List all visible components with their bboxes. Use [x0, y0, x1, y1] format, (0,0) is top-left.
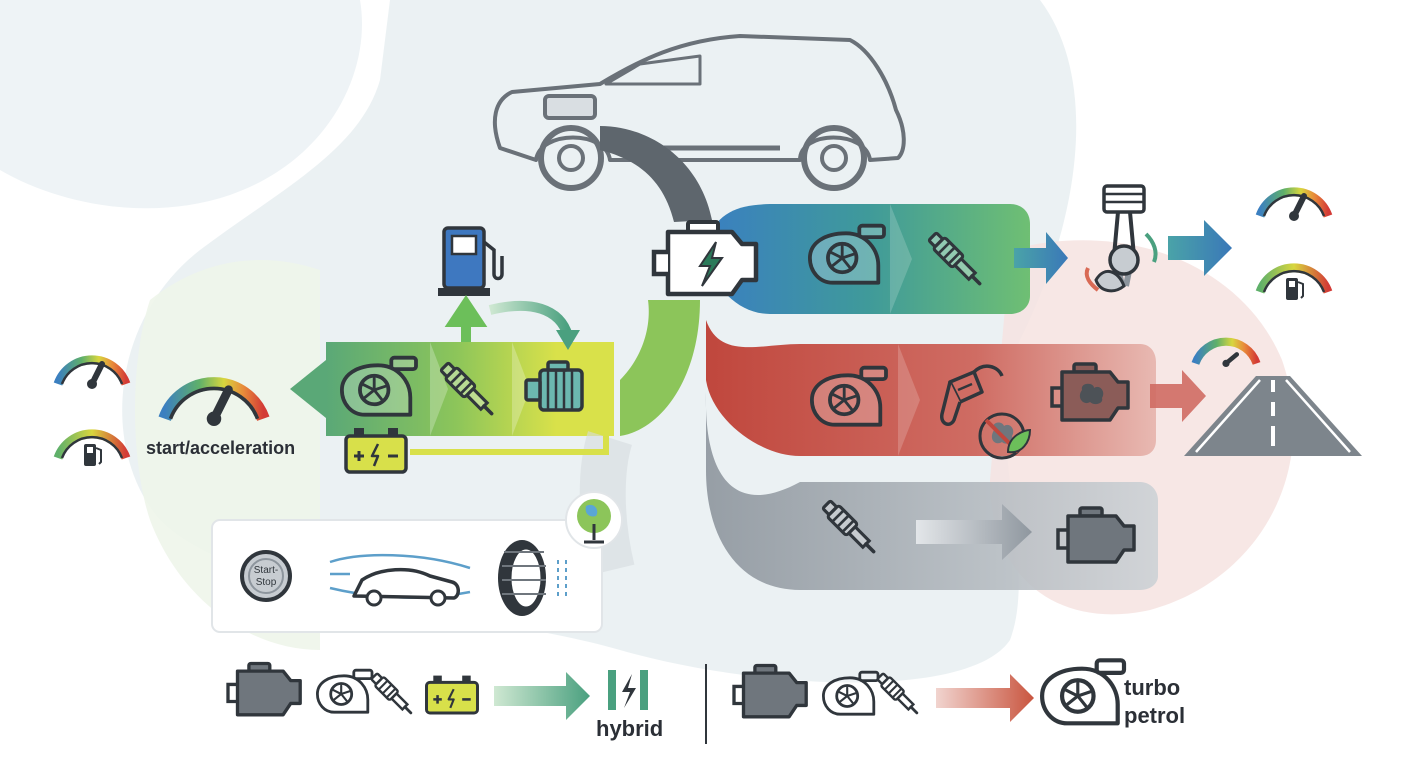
start-stop-button-icon: Start- Stop [240, 550, 292, 602]
road-icon [1184, 376, 1362, 456]
red-flow-band [706, 320, 1156, 456]
battery-small-icon [425, 674, 479, 715]
aero-car-icon [329, 553, 471, 607]
gauge-top-icon [1260, 192, 1328, 221]
gauge-road-icon [1191, 337, 1261, 367]
battery-link [410, 436, 609, 455]
fuel-pump-icon [438, 226, 504, 296]
no-emission-icon [978, 412, 1032, 460]
tire-icon [498, 540, 567, 616]
gray-flow-band [705, 392, 1158, 590]
battery-icon [344, 426, 408, 474]
turbo-label-line1: turbo [1124, 675, 1181, 700]
turbo-small-icon [315, 668, 374, 714]
hybrid-label: hybrid [596, 716, 664, 741]
turbo-arrow [936, 674, 1034, 722]
gauge-icon [58, 360, 126, 389]
red-output-arrow [1150, 370, 1206, 422]
blue-arrow [1014, 232, 1068, 284]
start-acceleration-label: start/acceleration [146, 438, 296, 458]
eco-tree-icon [565, 491, 623, 549]
svg-text:Start-: Start- [254, 565, 278, 576]
curve-arrow [488, 300, 573, 338]
blue-output-arrow [1168, 220, 1232, 276]
engine-red-icon [1050, 362, 1130, 422]
fuel-nozzle-icon [940, 364, 1004, 426]
car-outline-icon [492, 34, 906, 191]
legend-hybrid [226, 661, 648, 720]
gray-arrow [916, 504, 1032, 560]
turbo-label-line2: petrol [1124, 703, 1186, 728]
fuel-gauge-icon [58, 434, 126, 466]
fuel-injector-small-icon [368, 670, 417, 719]
engine-small-icon [226, 661, 302, 717]
hybrid-icon [608, 670, 648, 710]
engine-warning-icon [651, 220, 759, 297]
efficiency-panel: Start- Stop [211, 491, 623, 633]
svg-text:Stop: Stop [256, 577, 277, 588]
piston-icon [1084, 184, 1158, 293]
up-arrow [444, 294, 488, 342]
turbo-petrol-label: turbo petrol [1124, 674, 1185, 730]
hybrid-arrow [494, 672, 590, 720]
legend-turbo [732, 660, 1124, 723]
turbo-large-icon [1042, 660, 1124, 723]
fuel-gauge-top-icon [1260, 268, 1328, 300]
drive-shaft [600, 126, 712, 222]
electric-motor-icon [524, 360, 584, 412]
